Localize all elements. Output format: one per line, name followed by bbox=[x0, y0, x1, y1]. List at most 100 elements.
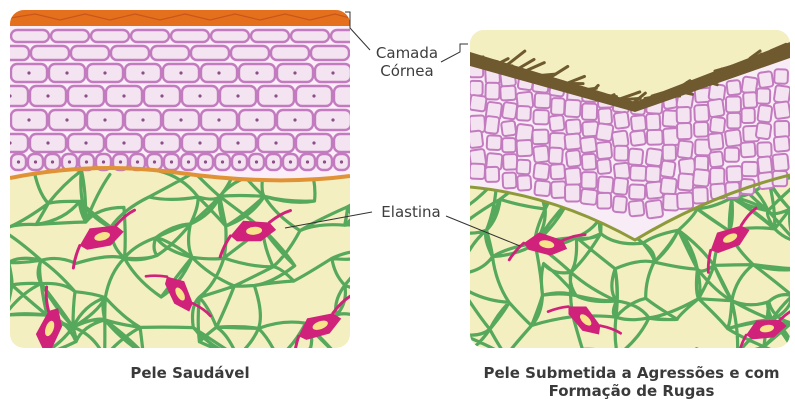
epidermis-cell bbox=[484, 116, 499, 134]
epidermis-cell bbox=[580, 136, 597, 153]
epidermis-cell bbox=[694, 122, 708, 137]
cell-nucleus bbox=[272, 160, 275, 163]
cell-nucleus bbox=[323, 160, 326, 163]
epidermis-cell bbox=[677, 140, 693, 158]
cell-nucleus bbox=[84, 141, 87, 144]
epidermis-cell bbox=[613, 177, 628, 194]
cell-nucleus bbox=[350, 141, 353, 144]
epidermis-cell bbox=[468, 130, 483, 148]
cell-nucleus bbox=[293, 71, 296, 74]
epidermis-cell bbox=[151, 46, 189, 60]
epidermis-cell bbox=[630, 166, 647, 181]
epidermis-cell bbox=[646, 114, 660, 131]
epidermis-cell bbox=[725, 148, 739, 162]
epidermis-cell bbox=[631, 115, 647, 131]
cell-nucleus bbox=[217, 71, 220, 74]
damaged-caption-line2: Formação de Rugas bbox=[468, 382, 795, 400]
epidermis-cell bbox=[0, 86, 28, 106]
epidermis-cell bbox=[211, 30, 249, 42]
cell-nucleus bbox=[289, 160, 292, 163]
epidermis-cell bbox=[597, 159, 612, 174]
epidermis-cell bbox=[628, 148, 643, 165]
epidermis-cell bbox=[726, 96, 741, 112]
epidermis-cell bbox=[470, 81, 483, 96]
epidermis-cell bbox=[597, 193, 611, 209]
epidermis-cell bbox=[485, 167, 499, 182]
epidermis-cell bbox=[660, 177, 677, 195]
epidermis-cell bbox=[516, 140, 532, 157]
epidermis-cell bbox=[550, 164, 565, 179]
epidermis-cell bbox=[725, 129, 742, 147]
cell-nucleus bbox=[312, 141, 315, 144]
cell-nucleus bbox=[204, 160, 207, 163]
cell-nucleus bbox=[331, 71, 334, 74]
cell-nucleus bbox=[274, 141, 277, 144]
damaged-skin-caption: Pele Submetida a Agressões e com Formaçã… bbox=[468, 364, 795, 400]
epidermis-cell bbox=[677, 192, 693, 209]
epidermis-cell bbox=[774, 101, 791, 119]
epidermis-cell bbox=[533, 110, 549, 124]
cell-nucleus bbox=[255, 160, 258, 163]
epidermis-cell bbox=[614, 146, 628, 161]
epidermis-cell bbox=[726, 166, 742, 182]
epidermis-cell bbox=[91, 30, 129, 42]
epidermis-cell bbox=[581, 172, 596, 189]
epidermis-cell bbox=[566, 119, 582, 134]
epidermis-cell bbox=[710, 168, 724, 185]
corneum-flake bbox=[694, 83, 705, 84]
epidermis-cell bbox=[503, 154, 517, 170]
cell-nucleus bbox=[198, 141, 201, 144]
cell-nucleus bbox=[27, 71, 30, 74]
camada-label-line1: Camada bbox=[366, 44, 448, 62]
epidermis-cell bbox=[646, 148, 663, 166]
cell-nucleus bbox=[8, 141, 11, 144]
epidermis-cell bbox=[646, 166, 661, 182]
epidermis-cell bbox=[191, 46, 229, 60]
epidermis-cell bbox=[743, 92, 757, 108]
cell-nucleus bbox=[293, 118, 296, 121]
epidermis-cell bbox=[757, 142, 771, 157]
cell-nucleus bbox=[236, 141, 239, 144]
epidermis-cell bbox=[774, 69, 788, 84]
healthy-skin-panel bbox=[0, 10, 390, 370]
epidermis-cell bbox=[677, 123, 692, 139]
epidermis-cell bbox=[693, 187, 708, 203]
epidermis-cell bbox=[645, 200, 663, 219]
cell-nucleus bbox=[119, 160, 122, 163]
healthy-stratum-corneum bbox=[10, 10, 350, 26]
epidermis-cell bbox=[757, 88, 771, 103]
epidermis-cell bbox=[660, 160, 676, 177]
epidermis-cell bbox=[707, 99, 724, 118]
cell-nucleus bbox=[198, 94, 201, 97]
epidermis-cell bbox=[774, 121, 789, 138]
cell-nucleus bbox=[221, 160, 224, 163]
epidermis-cell bbox=[549, 147, 563, 164]
epidermis-cell bbox=[532, 130, 548, 145]
epidermis-cell bbox=[756, 122, 772, 139]
cell-nucleus bbox=[238, 160, 241, 163]
epidermis-cell bbox=[501, 120, 516, 136]
cell-nucleus bbox=[179, 118, 182, 121]
epidermis-cell bbox=[630, 130, 646, 146]
epidermis-cell bbox=[0, 46, 29, 60]
cell-nucleus bbox=[46, 141, 49, 144]
epidermis-cell bbox=[565, 185, 580, 202]
epidermis-cell bbox=[582, 103, 597, 120]
corneum-flake bbox=[470, 57, 483, 58]
epidermis-cell bbox=[334, 134, 370, 152]
epidermis-cell bbox=[758, 71, 774, 88]
epidermis-cell bbox=[533, 145, 549, 162]
cell-nucleus bbox=[350, 94, 353, 97]
epidermis-cell bbox=[534, 180, 550, 196]
cell-nucleus bbox=[27, 118, 30, 121]
cell-nucleus bbox=[236, 94, 239, 97]
epidermis-cell bbox=[517, 175, 531, 190]
epidermis-cell bbox=[596, 142, 612, 160]
epidermis-cell bbox=[677, 107, 691, 123]
epidermis-cell bbox=[516, 160, 530, 175]
cell-nucleus bbox=[68, 160, 71, 163]
healthy-skin-caption: Pele Saudável bbox=[100, 364, 280, 382]
epidermis-cell bbox=[566, 150, 581, 167]
epidermis-cell bbox=[291, 30, 329, 42]
epidermis-cell bbox=[551, 98, 565, 115]
